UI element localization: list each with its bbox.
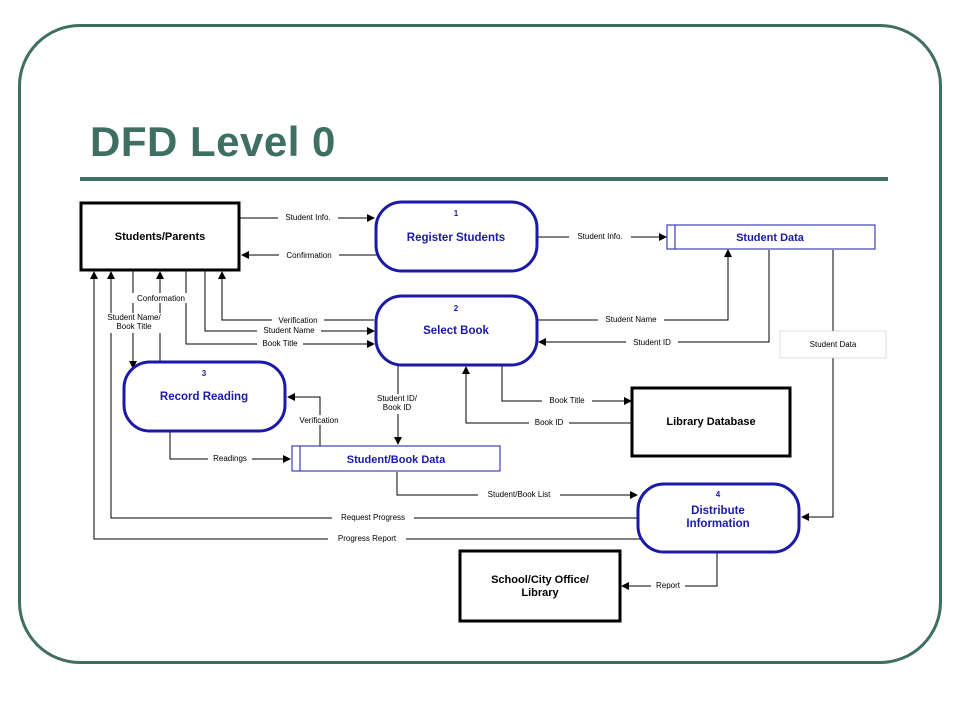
flow-label-progress-report: Progress Report <box>338 534 397 543</box>
process-distribute-number: 4 <box>716 490 721 499</box>
flow-label-verification-1: Verification <box>278 316 317 325</box>
entity-students-parents: Students/Parents <box>115 231 205 243</box>
entity-students-parents-box <box>79 201 241 272</box>
process-register-number: 1 <box>454 209 459 218</box>
flow-line-verification-1 <box>218 271 374 321</box>
flow-label-verification-2: Verification <box>299 416 338 425</box>
process-select-label: Select Book <box>423 325 489 337</box>
flow-labels: Student Info. Confirmation Student Info.… <box>99 212 887 591</box>
flow-line-student-id <box>538 250 770 346</box>
process-distribute-line1: Distribute <box>691 505 745 517</box>
flow-label-student-info-2: Student Info. <box>577 232 622 241</box>
flow-label-confirmation: Confirmation <box>286 251 331 260</box>
process-register-label: Register Students <box>407 232 505 244</box>
store-student-data-box <box>666 224 876 250</box>
process-record-number: 3 <box>202 369 207 378</box>
flow-label-request-progress: Request Progress <box>341 513 405 522</box>
flow-line-request-progress <box>107 271 637 519</box>
flow-label-student-id-book-id-2: Book ID <box>383 403 412 412</box>
flow-label-student-info-1: Student Info. <box>285 213 330 222</box>
flow-label-book-id: Book ID <box>535 418 564 427</box>
flow-label-student-id: Student ID <box>633 338 671 347</box>
flow-label-student-book-list: Student/Book List <box>488 490 551 499</box>
flow-label-student-data: Student Data <box>810 340 857 349</box>
entity-school-office-line2: Library <box>521 587 559 599</box>
store-student-data: Student Data <box>736 232 805 244</box>
entity-library-database-box <box>630 386 792 458</box>
flow-label-book-title-2: Book Title <box>549 396 585 405</box>
flow-line-book-id <box>462 366 631 424</box>
flow-label-report: Report <box>656 581 681 590</box>
process-distribute-box <box>636 482 801 554</box>
flow-label-conformation: Conformation <box>137 294 185 303</box>
entity-library-database: Library Database <box>666 416 755 428</box>
flow-label-student-name-book-title-2: Book Title <box>116 322 152 331</box>
slide-frame <box>18 24 942 664</box>
entity-school-office-box <box>458 549 622 623</box>
title-underline <box>80 177 888 181</box>
process-select-book-box <box>374 294 539 367</box>
flow-label-student-name-book-title-1: Student Name/ <box>107 313 161 322</box>
flow-line-verification-2 <box>287 393 321 446</box>
page-title: DFD Level 0 <box>90 118 336 165</box>
flow-line-student-data <box>801 250 834 521</box>
store-student-book-data-box <box>291 445 501 472</box>
flow-label-student-name-2: Student Name <box>605 315 657 324</box>
process-select-number: 2 <box>454 304 459 313</box>
process-register-students-box <box>374 200 539 273</box>
flow-label-student-name-1: Student Name <box>263 326 315 335</box>
flow-label-readings: Readings <box>213 454 247 463</box>
flow-line-student-name-2 <box>537 249 732 321</box>
flow-label-book-title-1: Book Title <box>262 339 298 348</box>
process-record-reading-box <box>122 360 287 433</box>
process-distribute-line2: Information <box>686 518 749 530</box>
flow-label-student-id-book-id-1: Student ID/ <box>377 394 418 403</box>
entity-school-office-line1: School/City Office/ <box>491 574 589 586</box>
store-student-book-data: Student/Book Data <box>347 454 446 466</box>
process-record-label: Record Reading <box>160 391 248 403</box>
flow-line-progress-report <box>90 271 652 540</box>
